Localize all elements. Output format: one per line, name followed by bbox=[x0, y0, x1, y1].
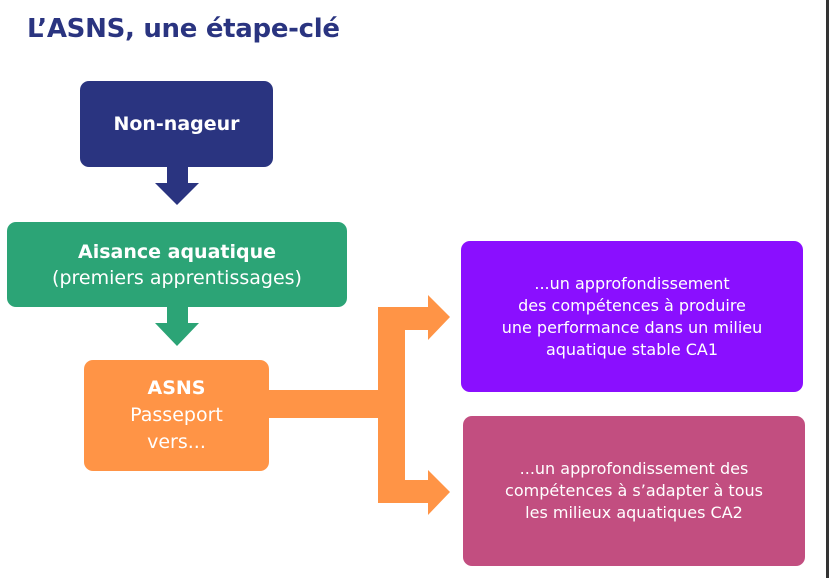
node-label: ASNS bbox=[147, 377, 206, 399]
node-label: Non-nageur bbox=[113, 113, 240, 135]
node-ca2: ...un approfondissement des compétences … bbox=[463, 416, 805, 566]
node-line: une performance dans un milieu bbox=[501, 317, 763, 337]
node-ca1: ...un approfondissement des compétences … bbox=[461, 241, 803, 392]
node-line: ...un approfondissement des bbox=[519, 459, 749, 478]
branch-vertical bbox=[378, 307, 405, 503]
arrow-non-nageur-to-aisance bbox=[155, 166, 199, 205]
node-label: Aisance aquatique bbox=[77, 240, 276, 263]
node-line: vers... bbox=[147, 431, 206, 453]
frame-edge bbox=[826, 0, 829, 578]
arrow-aisance-to-asns bbox=[155, 307, 199, 346]
node-line: compétences à s’adapter à tous bbox=[505, 481, 763, 500]
arrow-to-ca1 bbox=[378, 295, 450, 340]
node-aisance-aquatique: Aisance aquatique (premiers apprentissag… bbox=[7, 222, 347, 307]
node-line: ...un approfondissement bbox=[534, 273, 730, 293]
node-non-nageur: Non-nageur bbox=[80, 81, 273, 167]
page-title: L’ASNS, une étape-clé bbox=[27, 14, 340, 44]
node-line: les milieux aquatiques CA2 bbox=[525, 503, 743, 522]
branch-stem bbox=[268, 390, 380, 418]
node-sublabel: (premiers apprentissages) bbox=[52, 266, 302, 289]
node-line: Passeport bbox=[130, 404, 223, 426]
node-line: des compétences à produire bbox=[518, 295, 746, 315]
node-line: aquatique stable CA1 bbox=[545, 339, 719, 359]
node-asns: ASNS Passeport vers... bbox=[84, 360, 269, 471]
branch-arrow bbox=[268, 295, 450, 515]
arrow-to-ca2 bbox=[378, 470, 450, 515]
